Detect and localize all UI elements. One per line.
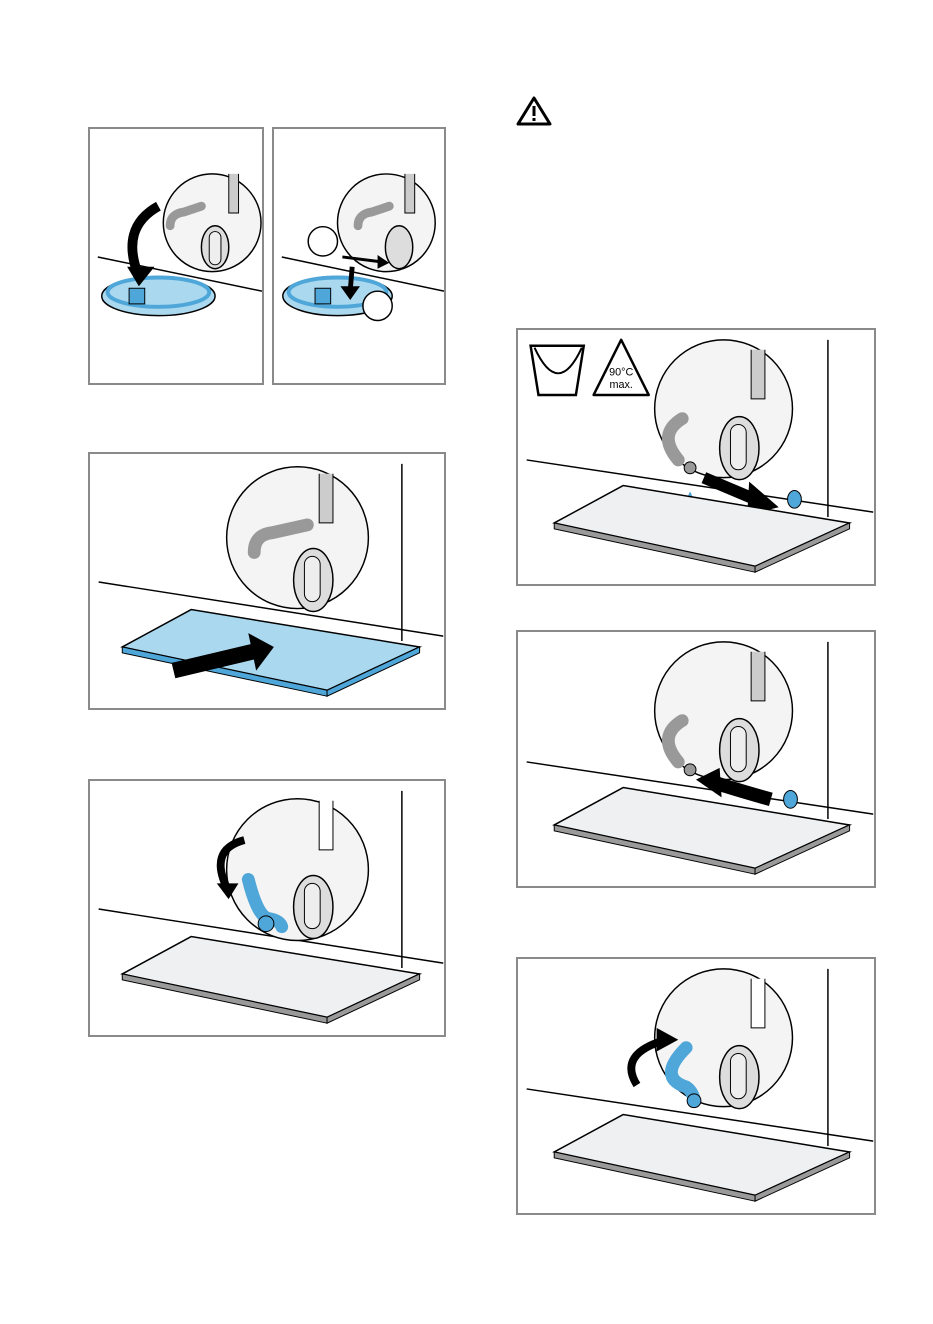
svg-text:max.: max. (609, 379, 632, 391)
reinsert-cap-illustration (516, 630, 876, 888)
pull-hose-illustration (88, 779, 446, 1037)
warning-triangle-icon (516, 96, 552, 126)
drain-water-illustration: 90°C max. (516, 328, 876, 586)
remove-flap-illustration (272, 127, 446, 385)
hot-water-warning-icon: 90°C max. (594, 340, 649, 395)
bucket-icon (531, 346, 584, 395)
stow-hose-illustration (516, 957, 876, 1215)
place-tray-illustration (88, 452, 446, 710)
open-flap-illustration (88, 127, 264, 385)
svg-text:90°C: 90°C (609, 366, 633, 378)
